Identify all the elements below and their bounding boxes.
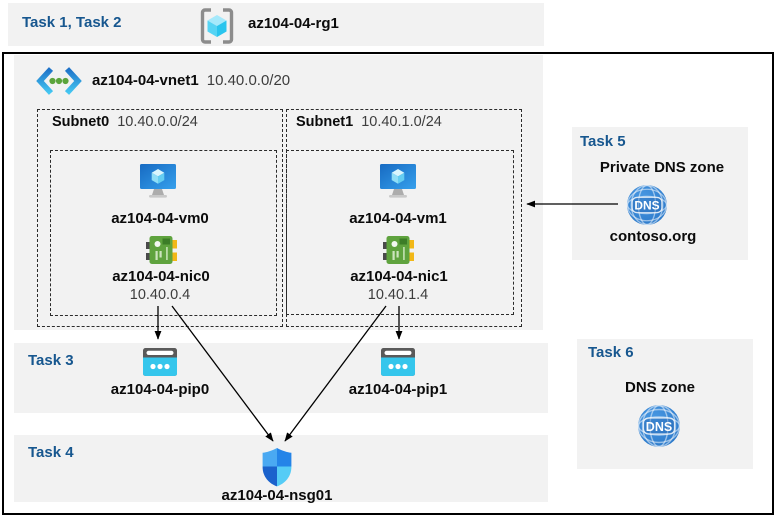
task12-heading: Task 1, Task 2 [22, 14, 122, 31]
vm0-label: az104-04-vm0 [111, 210, 209, 227]
nic0-icon [146, 234, 177, 266]
nic1-label: az104-04-nic1 [350, 268, 448, 285]
resource-group-icon [198, 7, 236, 45]
task12-band [8, 3, 544, 46]
pip0-label: az104-04-pip0 [110, 381, 210, 398]
vm0-group-box [50, 150, 277, 316]
private-dns-icon: DNS [626, 184, 668, 226]
nsg-label: az104-04-nsg01 [221, 487, 333, 504]
task4-heading: Task 4 [28, 444, 74, 461]
subnet0-box [37, 109, 283, 327]
task6-heading: Task 6 [588, 344, 634, 361]
private-dns-zone-name: contoso.org [609, 228, 697, 245]
dns-zone-icon-text: DNS [646, 420, 672, 434]
subnet1-name: Subnet1 [296, 114, 354, 130]
subnet0-cidr: 10.40.0.0/24 [117, 114, 198, 130]
task5-heading: Task 5 [580, 133, 626, 150]
private-dns-zone-title: Private DNS zone [599, 159, 725, 176]
resource-group-label: az104-04-rg1 [248, 15, 339, 32]
dns-zone-title: DNS zone [624, 379, 696, 396]
task3-heading: Task 3 [28, 352, 74, 369]
nic1-icon [383, 234, 414, 266]
vm1-label: az104-04-vm1 [349, 210, 447, 227]
private-dns-icon-text: DNS [634, 199, 659, 213]
vnet-name: az104-04-vnet1 [92, 72, 199, 89]
vm0-icon [138, 161, 178, 201]
nic0-label: az104-04-nic0 [112, 268, 210, 285]
vnet-region [14, 55, 543, 330]
vm1-group-box [286, 150, 514, 315]
vnet-icon [36, 65, 82, 97]
subnet0-name: Subnet0 [52, 114, 110, 130]
task3-band [14, 343, 548, 413]
vnet-cidr: 10.40.0.0/20 [206, 72, 291, 89]
nic0-ip: 10.40.0.4 [129, 287, 191, 303]
pip1-label: az104-04-pip1 [348, 381, 448, 398]
pip0-icon [142, 347, 178, 377]
nic1-ip: 10.40.1.4 [367, 287, 429, 303]
nsg-shield-icon [261, 447, 293, 487]
subnet1-cidr: 10.40.1.0/24 [361, 114, 442, 130]
task6-box [577, 339, 753, 469]
dns-zone-icon: DNS [637, 404, 681, 448]
vm1-icon [378, 161, 418, 201]
pip1-icon [380, 347, 416, 377]
